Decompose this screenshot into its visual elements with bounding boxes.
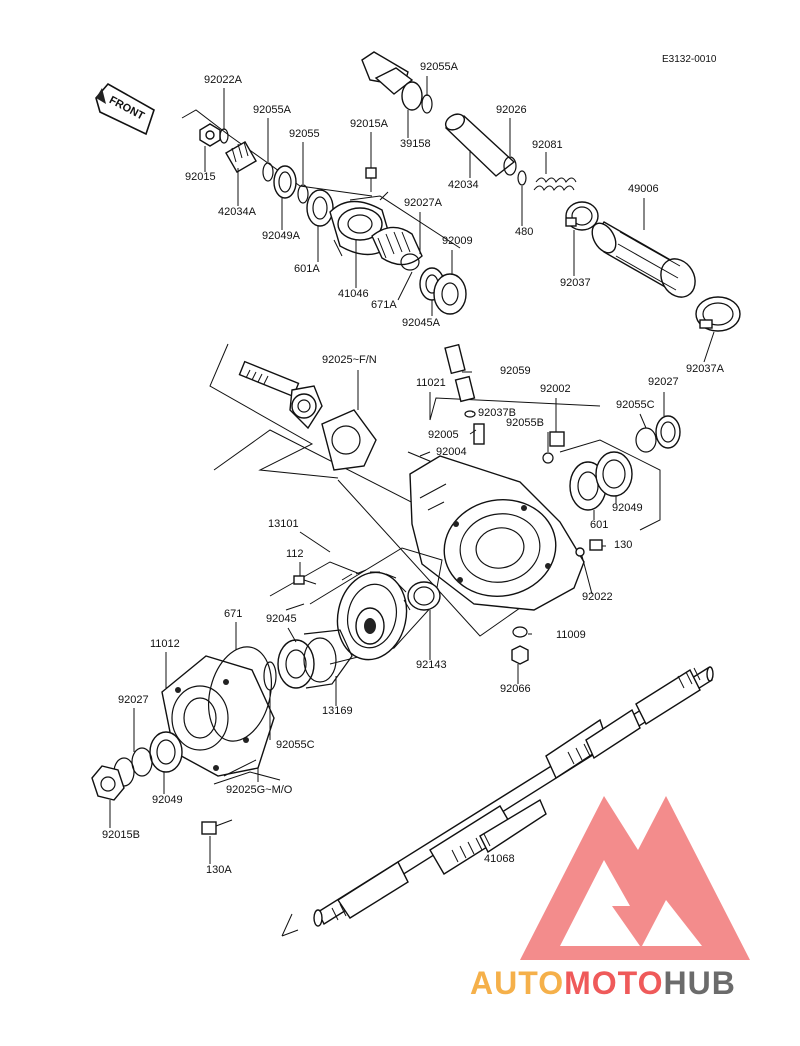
callout-92049: 92049 [152, 794, 183, 806]
callout-92025-f-n: 92025~F/N [322, 354, 377, 366]
callout-92027: 92027 [648, 376, 679, 388]
callout-92143: 92143 [416, 659, 447, 671]
callout-671: 671 [224, 608, 242, 620]
callout-92055b: 92055B [506, 417, 544, 429]
watermark-part-auto: AUTO [470, 965, 564, 1001]
leader-line [299, 531, 331, 553]
gear-case-assembly [209, 343, 681, 665]
callout-92004: 92004 [436, 446, 467, 458]
automotohub-watermark: AUTOMOTOHUB [470, 796, 750, 1001]
callout-41046: 41046 [338, 288, 369, 300]
callout-112: 112 [286, 548, 304, 560]
leader-line [703, 331, 715, 363]
callout-92009: 92009 [442, 235, 473, 247]
callout-92049a: 92049A [262, 230, 301, 242]
rear-axle-41068 [281, 666, 714, 937]
callout-601: 601 [590, 519, 608, 531]
callout-42034: 42034 [448, 179, 479, 191]
callout-92037a: 92037A [686, 363, 725, 375]
callout-92049: 92049 [612, 502, 643, 514]
callout-601a: 601A [294, 263, 320, 275]
callout-92015b: 92015B [102, 829, 140, 841]
callout-92026: 92026 [496, 104, 527, 116]
callout-92081: 92081 [532, 139, 563, 151]
callout-92059: 92059 [500, 365, 531, 377]
leader-line [581, 555, 593, 595]
callout-92045a: 92045A [402, 317, 441, 329]
svg-text:AUTOMOTOHUB: AUTOMOTOHUB [470, 965, 736, 1001]
triangle-logo-icon [520, 796, 750, 960]
callout-92055c: 92055C [276, 739, 315, 751]
callout-130a: 130A [206, 864, 232, 876]
callout-92066: 92066 [500, 683, 531, 695]
callout-92015: 92015 [185, 171, 216, 183]
callout-92027a: 92027A [404, 197, 443, 209]
callout-92045: 92045 [266, 613, 297, 625]
callout-42034a: 42034A [218, 206, 257, 218]
callout-11021: 11021 [416, 377, 446, 389]
callout-92037b: 92037B [478, 407, 516, 419]
callout-92002: 92002 [540, 383, 571, 395]
callout-92055: 92055 [289, 128, 320, 140]
callout-92005: 92005 [428, 429, 459, 441]
leader-line [397, 271, 413, 301]
callout-labels: 92022A 92055A 92055 92015 42034A 92049A 92015A… [102, 61, 725, 876]
callout-11012: 11012 [150, 638, 180, 650]
callout-11009: 11009 [556, 629, 586, 641]
callout-39158: 39158 [400, 138, 431, 150]
callout-92055c: 92055C [616, 399, 655, 411]
leader-line [639, 413, 647, 429]
front-arrow-icon: FRONT [95, 82, 155, 136]
callout-671a: 671A [371, 299, 397, 311]
upper-drive-assembly [181, 109, 467, 315]
watermark-part-hub: HUB [663, 965, 735, 1001]
callout-480: 480 [515, 226, 533, 238]
callout-13169: 13169 [322, 705, 353, 717]
callout-92037: 92037 [560, 277, 591, 289]
callout-92022a: 92022A [204, 74, 243, 86]
ring-gear-assembly [91, 547, 443, 835]
watermark-part-moto: MOTO [564, 965, 663, 1001]
leader-lines [109, 76, 715, 864]
diagram-code: E3132-0010 [662, 54, 717, 65]
leader-line [287, 627, 297, 643]
callout-49006: 49006 [628, 183, 659, 195]
rubber-boot-49006 [565, 201, 741, 332]
callout-92055a: 92055A [253, 104, 292, 116]
callout-130: 130 [614, 539, 632, 551]
driveshaft-universal-joint [361, 51, 577, 191]
callout-92025g-m-o: 92025G~M/O [226, 784, 293, 796]
callout-41068: 41068 [484, 853, 515, 865]
callout-92027: 92027 [118, 694, 149, 706]
leader-line [469, 429, 477, 435]
callout-92022: 92022 [582, 591, 613, 603]
callout-92015a: 92015A [350, 118, 389, 130]
callout-13101: 13101 [268, 518, 299, 530]
callout-92055a: 92055A [420, 61, 459, 73]
leader-line [419, 451, 431, 457]
